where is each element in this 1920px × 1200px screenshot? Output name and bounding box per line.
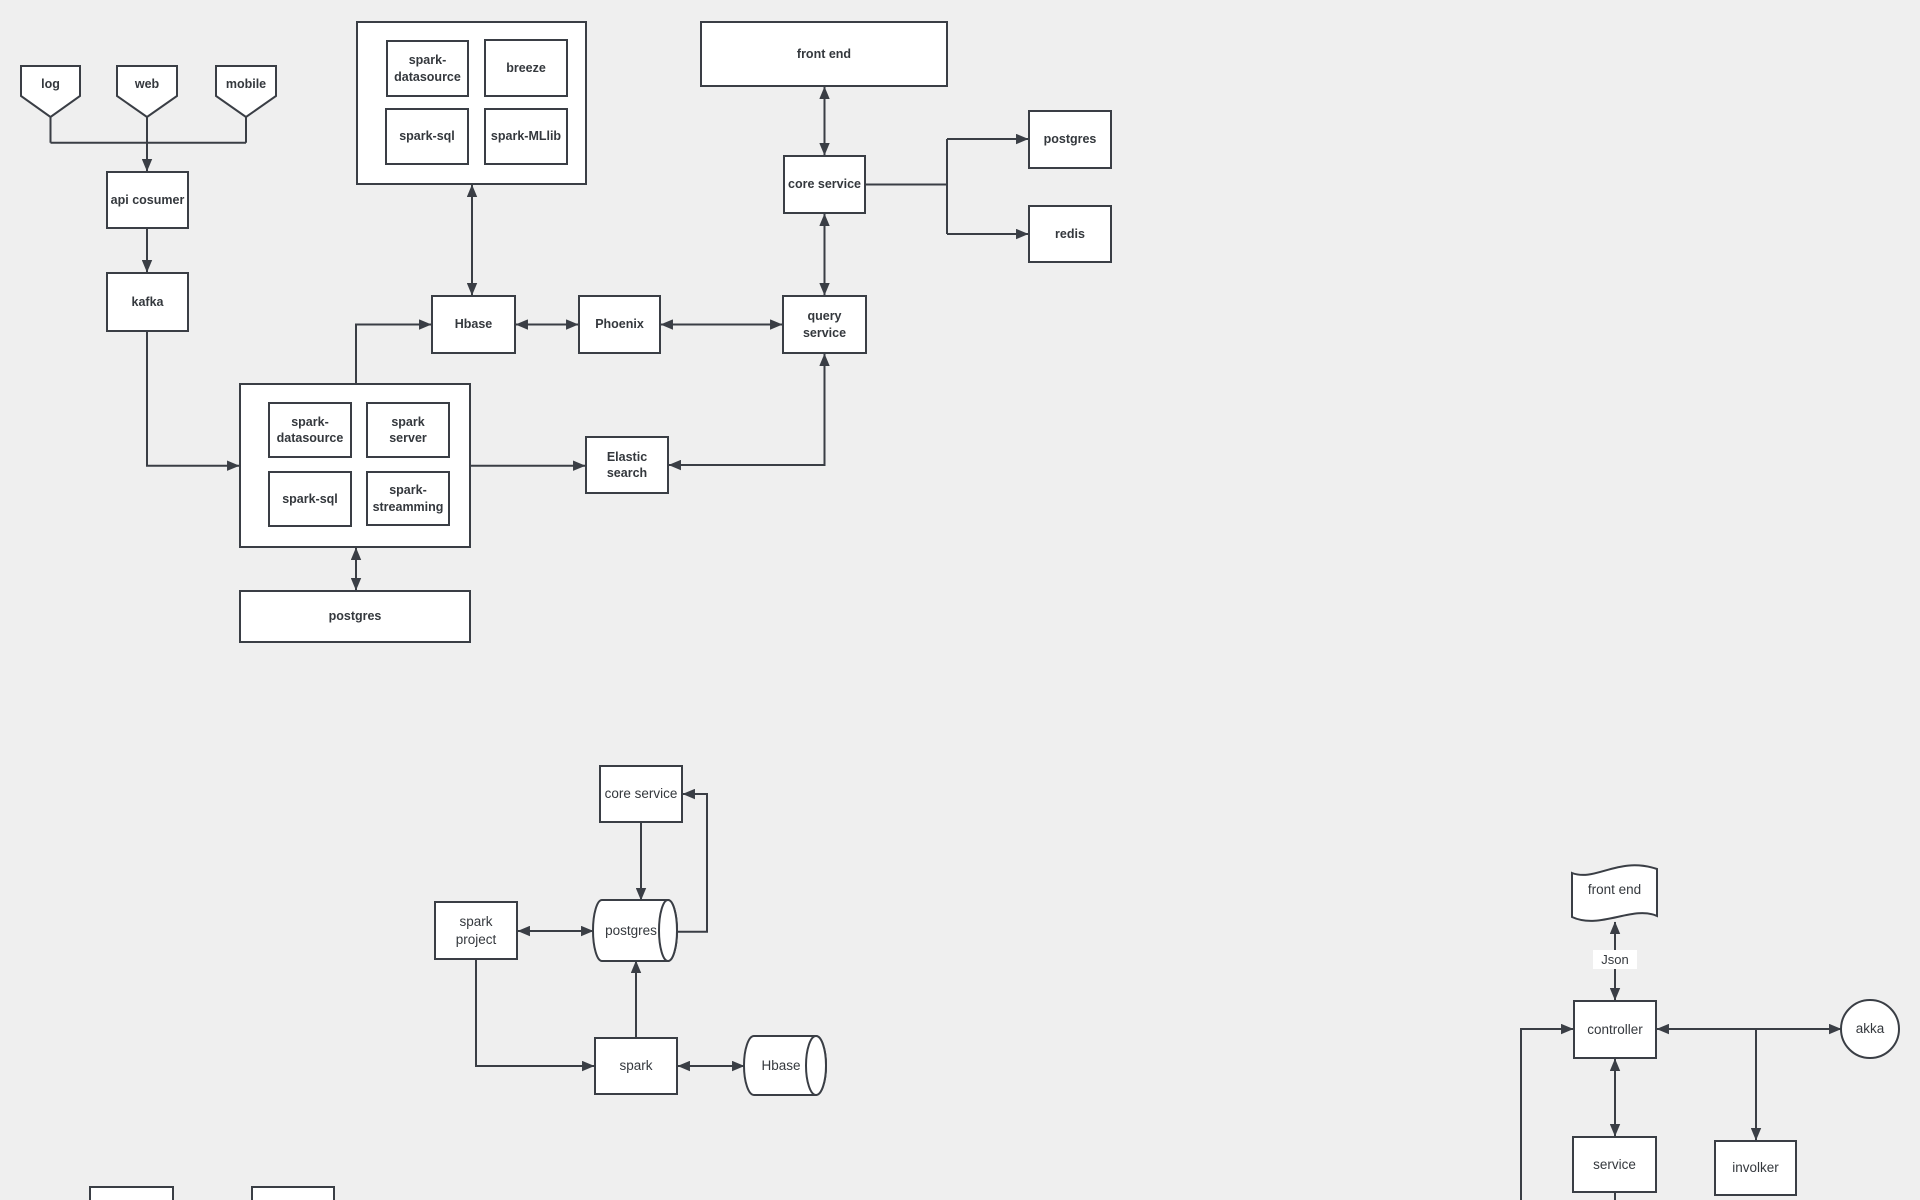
involker-node: involker <box>1714 1140 1797 1196</box>
partial-box-1 <box>89 1186 174 1200</box>
akka-circle-label: akka <box>1855 1021 1885 1037</box>
web-source-label: web <box>134 76 160 91</box>
postgres-node: postgres <box>1028 110 1112 169</box>
spark-sql-top-node: spark-sql <box>385 108 469 165</box>
spark-sql-bottom-node: spark-sql <box>268 471 352 527</box>
connector-spark-project-to-spark <box>475 960 595 1072</box>
front-end-flag-label: front end <box>1587 882 1642 898</box>
service-node: service <box>1572 1136 1657 1193</box>
elastic-search-node: Elastic search <box>585 436 669 494</box>
query-service-node: query service <box>782 295 867 354</box>
web-pentagon-shape <box>116 65 178 119</box>
core-service-2-node: core service <box>599 765 683 823</box>
spark-mllib-node: spark-MLlib <box>484 108 568 165</box>
connector-elastic-query-service <box>668 353 830 471</box>
connector-kafka-to-spark-group-bottom <box>146 332 240 471</box>
connector-spark-group-bottom-to-hbase <box>355 319 432 383</box>
spark-datasource-bottom-node: spark- datasource <box>268 402 352 458</box>
core-service-node: core service <box>783 155 866 214</box>
log-pentagon-shape <box>20 65 81 119</box>
postgres-bottom-node: postgres <box>239 590 471 643</box>
connector-core-service-branch <box>866 139 948 234</box>
kafka-node: kafka <box>106 272 189 332</box>
hbase-node: Hbase <box>431 295 516 354</box>
postgres-cylinder-shape <box>592 899 678 962</box>
spark-node: spark <box>594 1037 678 1095</box>
hbase-cylinder-shape <box>743 1035 827 1096</box>
log-source-label: log <box>41 76 60 91</box>
connector-sources-join <box>49 117 247 144</box>
phoenix-node: Phoenix <box>578 295 661 354</box>
spark-server-node: spark server <box>366 402 450 458</box>
connector-postgres-cyl-to-core-service2 <box>677 788 708 933</box>
spark-project-node: spark project <box>434 901 518 960</box>
spark-streamming-node: spark- streamming <box>366 471 450 526</box>
front-end-node: front end <box>700 21 948 87</box>
mobile-pentagon-shape <box>215 65 277 119</box>
mobile-source-label: mobile <box>225 76 267 91</box>
hbase-cylinder-label: Hbase <box>761 1058 801 1074</box>
connector-loop-to-controller <box>1520 1023 1574 1200</box>
json-edge-label: Json <box>1593 950 1637 969</box>
redis-node: redis <box>1028 205 1112 263</box>
postgres-cylinder-label: postgres <box>605 922 657 938</box>
controller-node: controller <box>1573 1000 1657 1059</box>
breeze-node: breeze <box>484 39 568 97</box>
partial-box-2 <box>251 1186 335 1200</box>
front-end-flag-shape <box>1571 864 1658 922</box>
api-consumer-node: api cosumer <box>106 171 189 229</box>
spark-datasource-top-node: spark- datasource <box>386 40 469 97</box>
